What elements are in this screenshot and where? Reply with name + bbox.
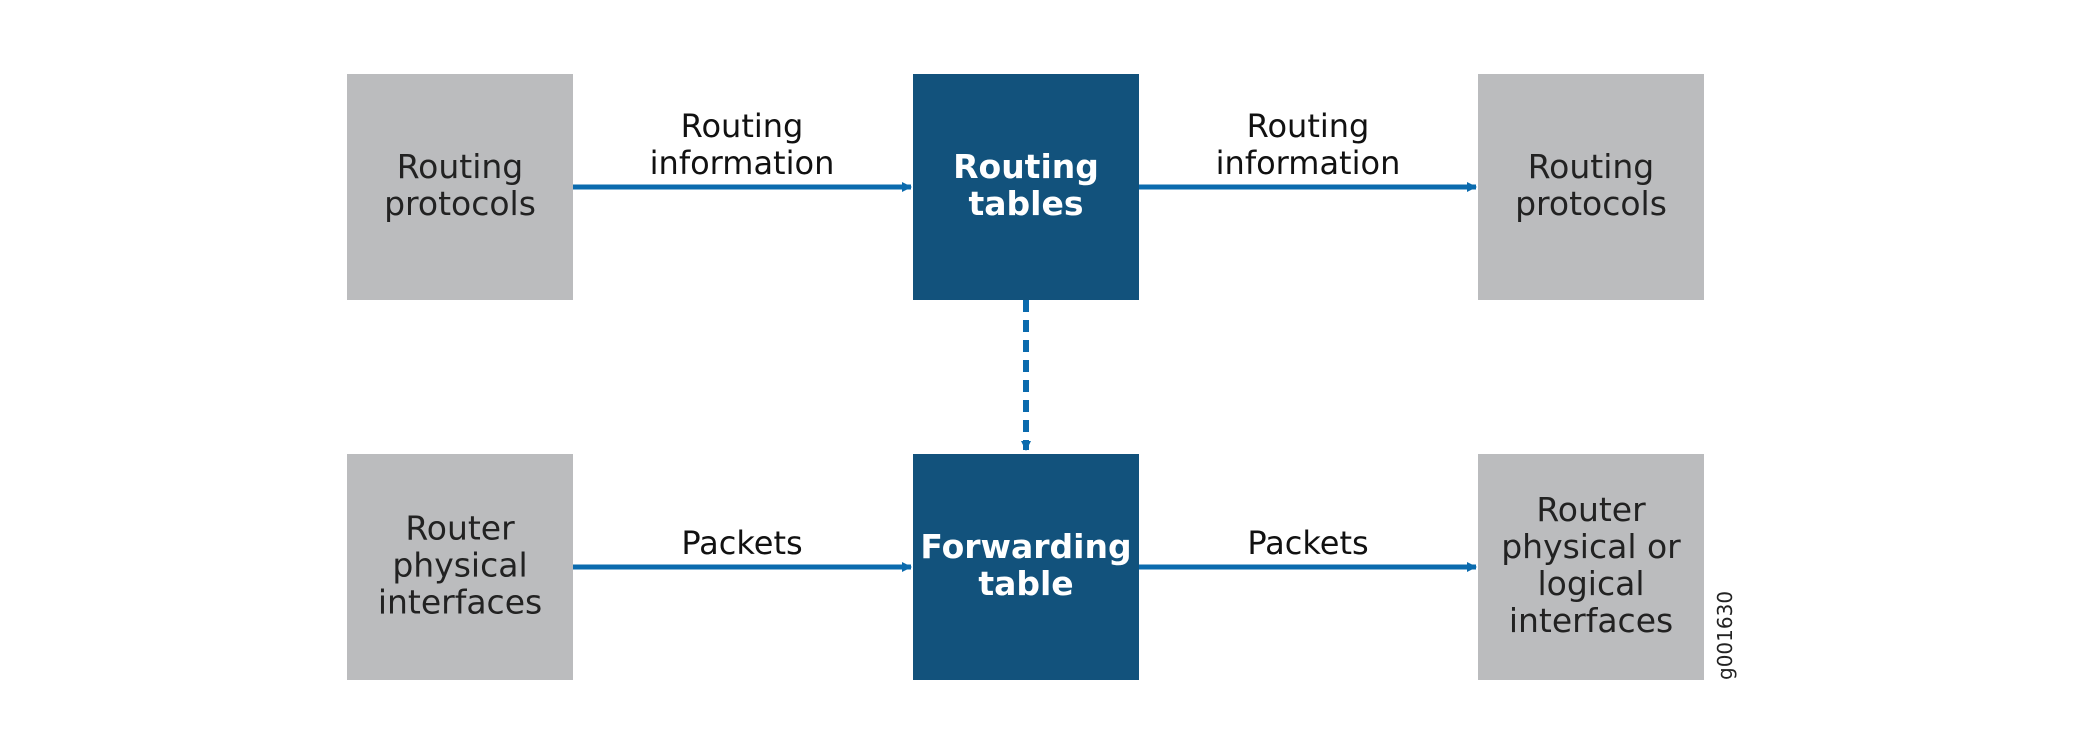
edge-label-packets-in: Packets (681, 524, 802, 562)
edge-label-routing-info-out-line-2: information (1216, 144, 1401, 182)
figure-id: g001630 (1713, 591, 1737, 680)
node-router-physical-logical-interfaces-line-3: logical (1537, 564, 1644, 603)
node-router-physical-logical-interfaces-line-1: Router (1536, 490, 1646, 529)
node-routing-tables: Routing tables (913, 74, 1139, 300)
node-routing-protocols-left-line-1: Routing (397, 147, 524, 186)
edge-label-packets-out: Packets (1247, 524, 1368, 562)
edge-label-routing-info-in-line-2: information (650, 144, 835, 182)
node-routing-tables-line-1: Routing (953, 147, 1099, 186)
node-routing-protocols-right-line-1: Routing (1528, 147, 1655, 186)
node-router-physical-interfaces-line-3: interfaces (378, 583, 542, 622)
node-routing-protocols-right: Routing protocols (1478, 74, 1704, 300)
node-forwarding-table-line-2: table (978, 564, 1073, 603)
node-router-physical-logical-interfaces-line-4: interfaces (1509, 601, 1673, 640)
edge-label-routing-info-out-line-1: Routing (1247, 107, 1370, 145)
node-routing-tables-line-2: tables (968, 184, 1083, 223)
edge-label-routing-info-in: Routing information (650, 107, 835, 182)
node-routing-protocols-left: Routing protocols (347, 74, 573, 300)
node-router-physical-logical-interfaces: Router physical or logical interfaces (1478, 454, 1704, 680)
node-routing-protocols-right-line-2: protocols (1515, 184, 1667, 223)
node-router-physical-interfaces-line-2: physical (392, 546, 527, 585)
node-routing-protocols-left-line-2: protocols (384, 184, 536, 223)
edge-label-routing-info-out: Routing information (1216, 107, 1401, 182)
node-forwarding-table-line-1: Forwarding (920, 527, 1131, 566)
node-router-physical-interfaces: Router physical interfaces (347, 454, 573, 680)
node-forwarding-table: Forwarding table (913, 454, 1139, 680)
node-router-physical-logical-interfaces-line-2: physical or (1501, 527, 1681, 566)
node-router-physical-interfaces-line-1: Router (405, 509, 515, 548)
edge-label-routing-info-in-line-1: Routing (681, 107, 804, 145)
